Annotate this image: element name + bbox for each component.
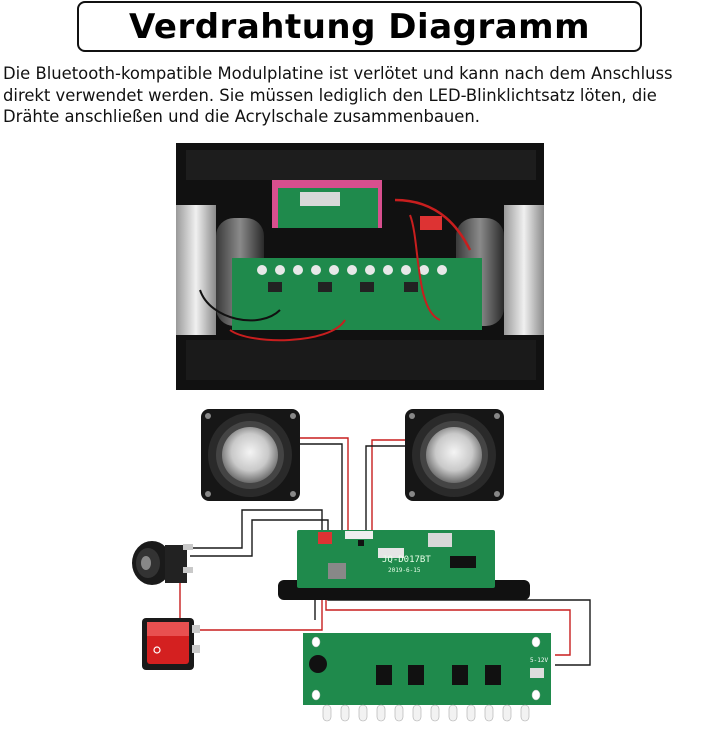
description-line: direkt verwendet werden. Sie müssen ledi… — [3, 85, 657, 105]
description-line: Drähte anschließen und die Acrylschale z… — [3, 107, 480, 126]
description-line: Die Bluetooth-kompatible Modulplatine is… — [3, 64, 673, 83]
module-model-label: JQ-D017BT — [382, 555, 431, 565]
wire-left-speaker-plus — [298, 437, 349, 532]
description: Die Bluetooth-kompatible Modulplatine is… — [3, 63, 719, 128]
red-connector — [420, 216, 442, 230]
right-speaker-side — [504, 205, 544, 335]
title-box: Verdrahtung Diagramm — [77, 1, 642, 52]
module-date-label: 2019-6-15 — [388, 567, 421, 574]
led-blink-board: 5-12V — [303, 633, 551, 722]
usb-port — [328, 563, 346, 579]
led-pcb — [303, 633, 551, 705]
wire-right-speaker-minus — [365, 445, 410, 532]
right-speaker — [405, 409, 504, 501]
page-title: Verdrahtung Diagramm — [128, 6, 591, 47]
microphone — [309, 655, 327, 673]
assembled-speaker-box — [176, 143, 544, 390]
led-voltage-label: 5-12V — [530, 657, 548, 664]
bluetooth-module: JQ-D017BT 2019-6-15 — [278, 530, 530, 600]
wire-left-speaker-minus — [298, 443, 343, 532]
left-speaker — [201, 409, 300, 501]
wire-dc-jack-ground — [190, 509, 323, 549]
wire-right-speaker-plus — [371, 439, 410, 532]
left-speaker-side — [176, 205, 216, 335]
led-row — [322, 704, 530, 722]
speaker-connector — [345, 531, 373, 539]
dc-power-jack — [132, 541, 193, 585]
rocker-switch — [142, 618, 200, 670]
